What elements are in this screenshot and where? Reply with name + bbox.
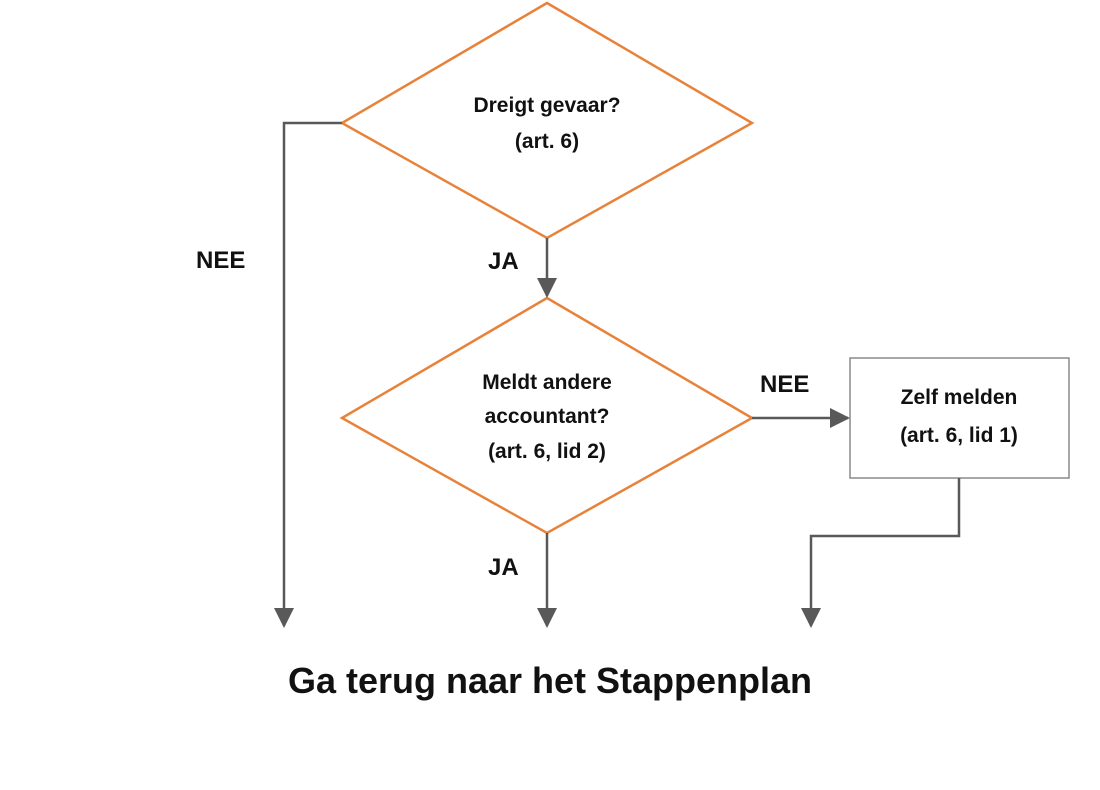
process-1-line-1: Zelf melden [901, 386, 1018, 409]
edge-process-1-out [801, 478, 961, 628]
process-1-line-2: (art. 6, lid 1) [900, 424, 1018, 447]
process-1-box [849, 357, 1070, 479]
edge-d1-yes-label: JA [488, 248, 519, 275]
back-to-stappenplan-link[interactable]: Ga terug naar het Stappenplan [287, 660, 813, 701]
edge-d1-no [274, 121, 342, 628]
edge-d2-yes-label: JA [488, 554, 519, 581]
decision-2-line-1: Meldt andere [482, 371, 612, 394]
decision-1-diamond [339, 1, 755, 240]
decision-1-line-2: (art. 6) [515, 130, 579, 153]
edge-d1-no-label: NEE [196, 247, 245, 274]
edge-d2-no-label: NEE [760, 371, 809, 398]
decision-2-line-3: (art. 6, lid 2) [488, 440, 606, 463]
decision-1-line-1: Dreigt gevaar? [473, 94, 620, 117]
decision-2-line-2: accountant? [485, 405, 610, 428]
